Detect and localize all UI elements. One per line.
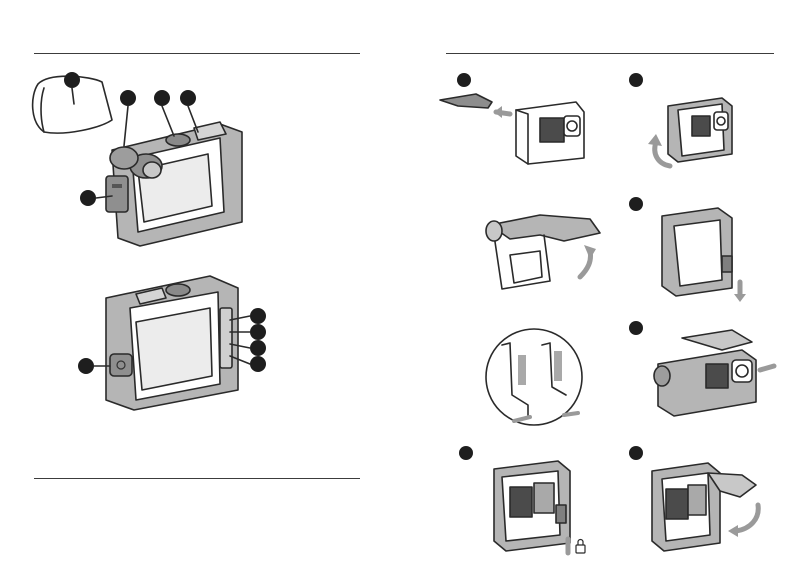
- step-detail-circle-illustration: [480, 325, 590, 430]
- arrow-icon: [760, 366, 774, 370]
- right-page: [404, 0, 808, 587]
- lock-icon: [576, 540, 585, 554]
- step-6-illustration: [622, 320, 782, 425]
- callout-6: [78, 358, 110, 374]
- bottom-rule-left: [34, 478, 360, 479]
- step-4-illustration: [622, 196, 772, 306]
- callout-3: [154, 90, 174, 136]
- media-mod-frame-illustration: [106, 122, 242, 246]
- callout-2: [120, 90, 136, 146]
- step-frame-open-illustration: [480, 205, 620, 305]
- frame-parts-diagram-top: [20, 62, 260, 252]
- frame-parts-diagram-bottom: [70, 268, 280, 418]
- step-7-illustration: [444, 445, 604, 560]
- media-mod-frame-back-illustration: [106, 276, 238, 410]
- rotate-arrow-icon: [736, 505, 758, 531]
- step-8-marker: [629, 446, 643, 460]
- arrow-icon: [564, 413, 578, 415]
- step-1-illustration: [436, 72, 596, 172]
- step-7-marker: [459, 446, 473, 460]
- step-8-illustration: [622, 445, 782, 560]
- step-4-marker: [629, 197, 643, 211]
- step-2-illustration: [622, 72, 772, 172]
- step-2-marker: [629, 73, 643, 87]
- top-rule-right: [446, 53, 774, 54]
- step-6-marker: [629, 321, 643, 335]
- step-1-marker: [457, 73, 471, 87]
- top-rule-left: [34, 53, 360, 54]
- left-page: [0, 0, 404, 587]
- callout-4: [180, 90, 198, 132]
